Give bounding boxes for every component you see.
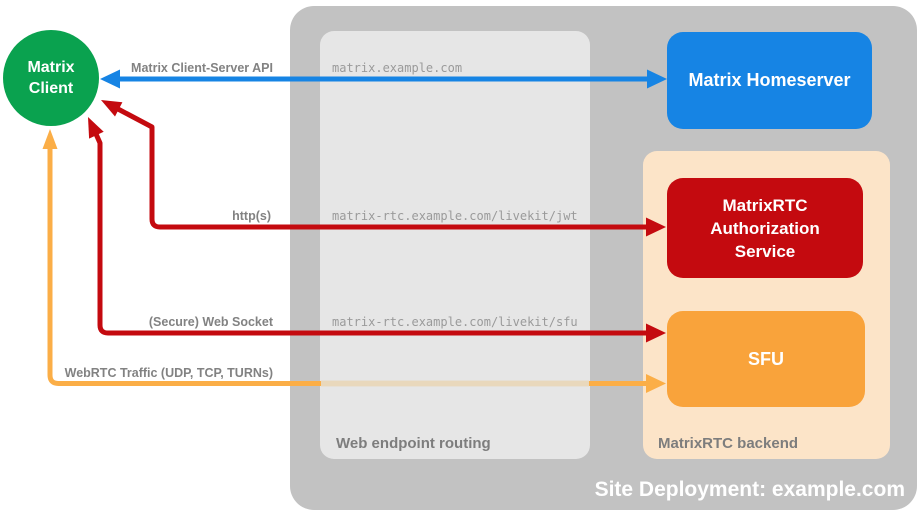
arrowhead-client-icon — [101, 100, 123, 117]
endpoint-livekit-jwt: matrix-rtc.example.com/livekit/jwt — [332, 209, 578, 223]
matrixrtc-backend-label: MatrixRTC backend — [658, 435, 799, 452]
https-label: http(s) — [232, 209, 271, 223]
matrix-homeserver-node: Matrix Homeserver — [667, 32, 872, 129]
arrowhead-client-icon — [88, 117, 104, 139]
endpoint-matrix-example-com: matrix.example.com — [332, 61, 463, 75]
sfu-label: SFU — [748, 348, 784, 369]
auth-service-label-line1: MatrixRTC — [722, 195, 808, 215]
endpoint-livekit-sfu: matrix-rtc.example.com/livekit/sfu — [332, 315, 578, 329]
arrowhead-left-icon — [100, 69, 120, 89]
matrix-client-label-line2: Client — [28, 80, 74, 97]
matrix-client-node: Matrix Client — [3, 30, 99, 126]
matrixrtc-authorization-service-label: MatrixRTC Authorization Service — [710, 194, 820, 263]
matrixrtc-authorization-service-node: MatrixRTC Authorization Service — [667, 178, 863, 278]
auth-service-label-line2: Authorization — [710, 218, 820, 238]
web-endpoint-routing-label: Web endpoint routing — [336, 435, 491, 452]
site-deployment-label: Site Deployment: example.com — [594, 478, 905, 501]
arrowhead-client-icon — [42, 129, 58, 149]
webrtc-traffic-label: WebRTC Traffic (UDP, TCP, TURNs) — [64, 366, 273, 380]
client-server-api-label: Matrix Client-Server API — [131, 61, 273, 75]
sfu-node: SFU — [667, 311, 865, 407]
matrix-client-label-line1: Matrix — [27, 59, 75, 76]
auth-service-label-line3: Service — [734, 241, 796, 261]
matrix-homeserver-label: Matrix Homeserver — [688, 70, 851, 90]
web-endpoint-routing-container: Web endpoint routing — [320, 31, 590, 459]
web-socket-label: (Secure) Web Socket — [148, 315, 273, 329]
